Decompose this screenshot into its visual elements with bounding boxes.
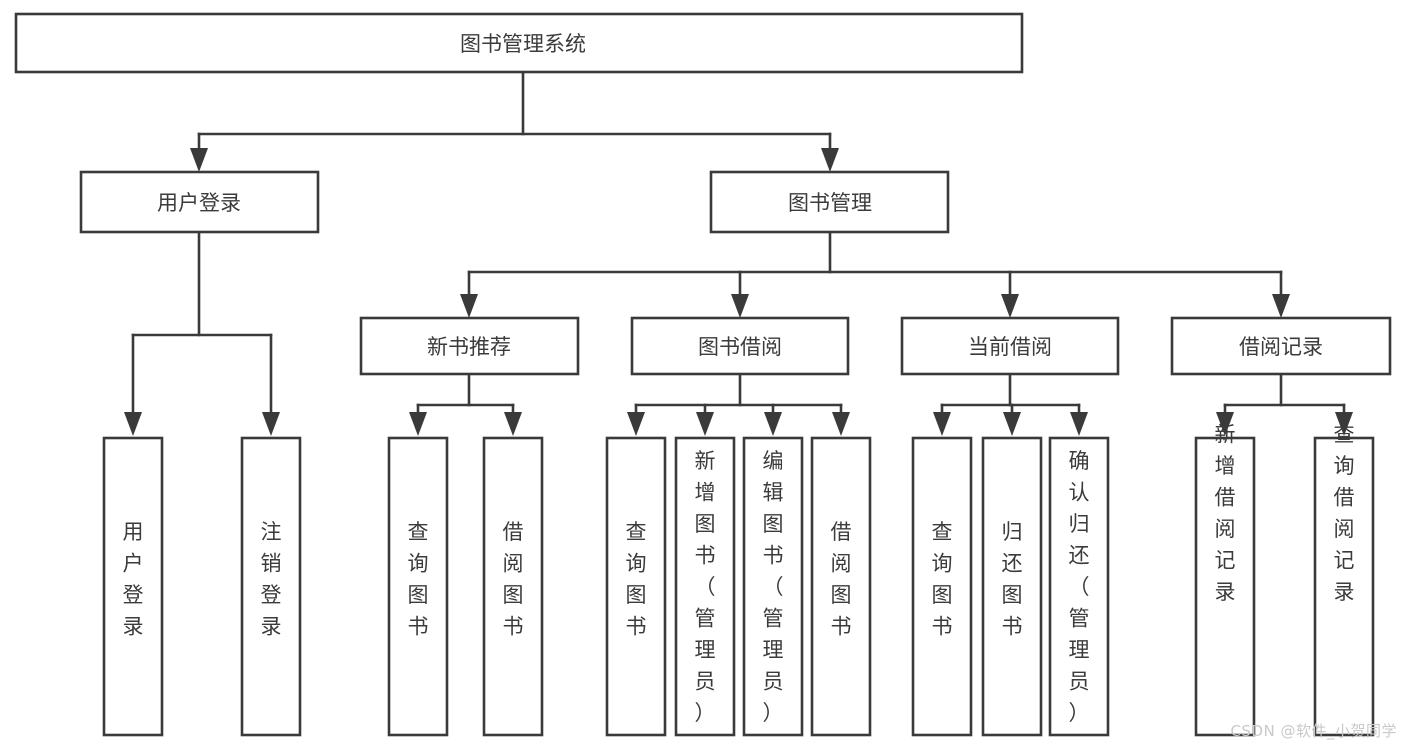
node-user-login[interactable]: 用户登录	[79, 170, 320, 234]
leaf-borrow-book[interactable]: 借阅图书	[810, 436, 872, 737]
node-current-borrow-label: 当前借阅	[968, 335, 1052, 359]
arrow-to-leaf-query-book-borrow	[627, 412, 645, 436]
leaf-add-book-label: 新增图书（管理员）	[695, 449, 716, 725]
leaf-confirm-return[interactable]: 确认归还（管理员）	[1048, 436, 1110, 737]
arrow-to-leaf-query-book-cur	[933, 412, 951, 436]
leaf-query-book-rec-box[interactable]	[387, 436, 449, 737]
arrow-to-current-borrow	[1001, 294, 1019, 318]
node-current-borrow-box[interactable]	[900, 316, 1120, 376]
leaf-query-book-cur-box[interactable]	[911, 436, 973, 737]
node-new-book-rec[interactable]: 新书推荐	[359, 316, 580, 376]
leaf-add-record-label: 新增借阅记录	[1215, 422, 1236, 604]
arrow-to-leaf-user-login	[124, 412, 142, 436]
leaf-borrow-book-box[interactable]	[810, 436, 872, 737]
leaf-query-book-rec[interactable]: 查询图书	[387, 436, 449, 737]
leaf-edit-book-label: 编辑图书（管理员）	[763, 449, 784, 725]
leaf-borrow-book-label: 借阅图书	[831, 520, 852, 639]
arrow-to-leaf-return-book	[1003, 412, 1021, 436]
node-book-manage-box[interactable]	[709, 170, 950, 234]
leaf-query-record-label: 查询借阅记录	[1334, 422, 1355, 604]
leaf-user-login[interactable]: 用户登录	[102, 436, 164, 737]
leaf-query-book-borrow[interactable]: 查询图书	[605, 436, 667, 737]
leaf-borrow-book-rec-box[interactable]	[482, 436, 544, 737]
leaf-layer: 用户登录 注销登录 查询图书 借阅图书 查询图书 新增图书（管理员）	[102, 422, 1375, 737]
leaf-user-logout-label: 注销登录	[261, 520, 282, 639]
leaf-query-book-borrow-label: 查询图书	[626, 520, 647, 639]
leaf-query-book-rec-label: 查询图书	[408, 520, 429, 639]
node-borrow-record-label: 借阅记录	[1239, 335, 1323, 359]
connector-layer	[124, 70, 1353, 436]
node-book-borrow-box[interactable]	[630, 316, 850, 376]
leaf-borrow-book-rec[interactable]: 借阅图书	[482, 436, 544, 737]
leaf-query-record-box[interactable]	[1313, 436, 1375, 737]
arrow-to-leaf-confirm-return	[1070, 412, 1088, 436]
leaf-edit-book-box[interactable]	[742, 436, 804, 737]
leaf-user-logout-box[interactable]	[240, 436, 302, 737]
leaf-add-record[interactable]: 新增借阅记录	[1194, 422, 1256, 737]
node-root-label: 图书管理系统	[460, 32, 586, 56]
leaf-query-book-cur[interactable]: 查询图书	[911, 436, 973, 737]
arrow-to-leaf-user-logout	[262, 412, 280, 436]
arrow-to-leaf-borrow-book-rec	[504, 412, 522, 436]
node-new-book-rec-label: 新书推荐	[427, 335, 511, 359]
arrow-to-leaf-add-book	[696, 412, 714, 436]
leaf-return-book[interactable]: 归还图书	[981, 436, 1043, 737]
arrow-to-book-borrow	[731, 294, 749, 318]
leaf-user-login-label: 用户登录	[123, 520, 144, 639]
csdn-watermark: CSDN @软件_小贺同学	[1230, 722, 1397, 740]
arrow-to-leaf-edit-book	[764, 412, 782, 436]
node-root-box[interactable]	[14, 12, 1024, 74]
leaf-confirm-return-label: 确认归还（管理员）	[1069, 449, 1090, 725]
node-new-book-rec-box[interactable]	[359, 316, 580, 376]
leaf-user-logout[interactable]: 注销登录	[240, 436, 302, 737]
leaf-borrow-book-rec-label: 借阅图书	[503, 520, 524, 639]
leaf-add-book[interactable]: 新增图书（管理员）	[674, 436, 736, 737]
node-book-borrow[interactable]: 图书借阅	[630, 316, 850, 376]
arrow-to-user-login	[190, 148, 208, 172]
node-current-borrow[interactable]: 当前借阅	[900, 316, 1120, 376]
arrow-to-leaf-query-book-rec	[409, 412, 427, 436]
node-root[interactable]: 图书管理系统	[14, 12, 1024, 74]
leaf-query-book-borrow-box[interactable]	[605, 436, 667, 737]
leaf-add-book-box[interactable]	[674, 436, 736, 737]
node-book-borrow-label: 图书借阅	[698, 335, 782, 359]
node-book-manage-label: 图书管理	[788, 191, 872, 215]
arrow-to-leaf-borrow-book	[832, 412, 850, 436]
leaf-query-book-cur-label: 查询图书	[932, 520, 953, 639]
node-user-login-label: 用户登录	[157, 191, 241, 215]
leaf-confirm-return-box[interactable]	[1048, 436, 1110, 737]
leaf-edit-book[interactable]: 编辑图书（管理员）	[742, 436, 804, 737]
arrow-to-book-manage	[821, 148, 839, 172]
leaf-query-record[interactable]: 查询借阅记录	[1313, 422, 1375, 737]
node-user-login-box[interactable]	[79, 170, 320, 234]
leaf-user-login-box[interactable]	[102, 436, 164, 737]
arrow-to-new-book-rec	[460, 294, 478, 318]
leaf-return-book-box[interactable]	[981, 436, 1043, 737]
node-book-manage[interactable]: 图书管理	[709, 170, 950, 234]
leaf-return-book-label: 归还图书	[1002, 520, 1023, 639]
node-borrow-record[interactable]: 借阅记录	[1170, 316, 1392, 376]
node-borrow-record-box[interactable]	[1170, 316, 1392, 376]
leaf-add-record-box[interactable]	[1194, 436, 1256, 737]
arrow-to-borrow-record	[1272, 294, 1290, 318]
